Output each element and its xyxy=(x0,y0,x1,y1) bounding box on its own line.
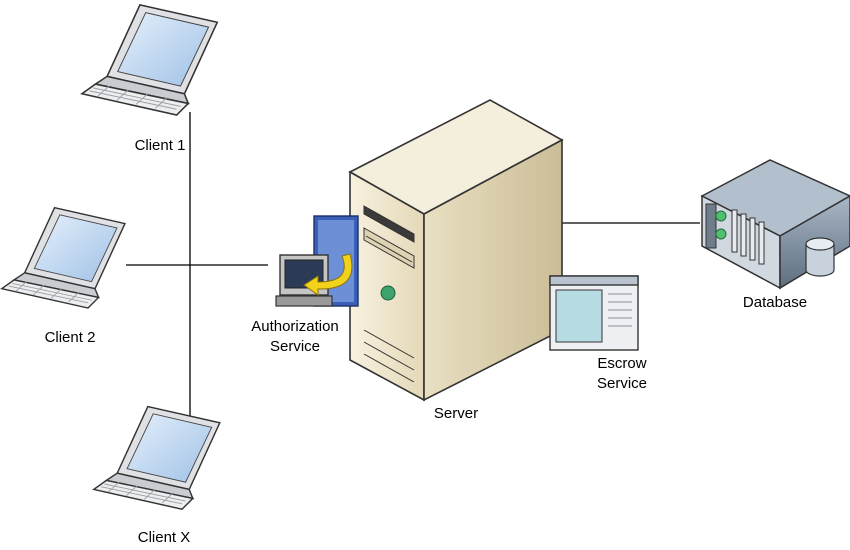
server-label: Server xyxy=(433,405,479,422)
tower-server-icon xyxy=(348,99,564,402)
database-label: Database xyxy=(742,294,808,311)
connection-lines xyxy=(126,112,700,428)
client-1-laptop-icon xyxy=(81,4,219,116)
client-1-label: Client 1 xyxy=(134,137,186,154)
escrow-service-label-line2: Service xyxy=(596,375,648,392)
database-server-icon xyxy=(700,159,850,290)
client-x-laptop-icon xyxy=(93,405,221,510)
authorization-service-label-line1: Authorization xyxy=(251,318,339,335)
client-2-label: Client 2 xyxy=(44,329,96,346)
client-x-label: Client X xyxy=(137,529,191,546)
authorization-service-label-line2: Service xyxy=(269,338,321,355)
authorization-icon xyxy=(275,215,359,307)
window-icon xyxy=(549,275,639,351)
client-2-laptop-icon xyxy=(1,207,126,309)
escrow-service-label-line1: Escrow xyxy=(597,355,647,372)
